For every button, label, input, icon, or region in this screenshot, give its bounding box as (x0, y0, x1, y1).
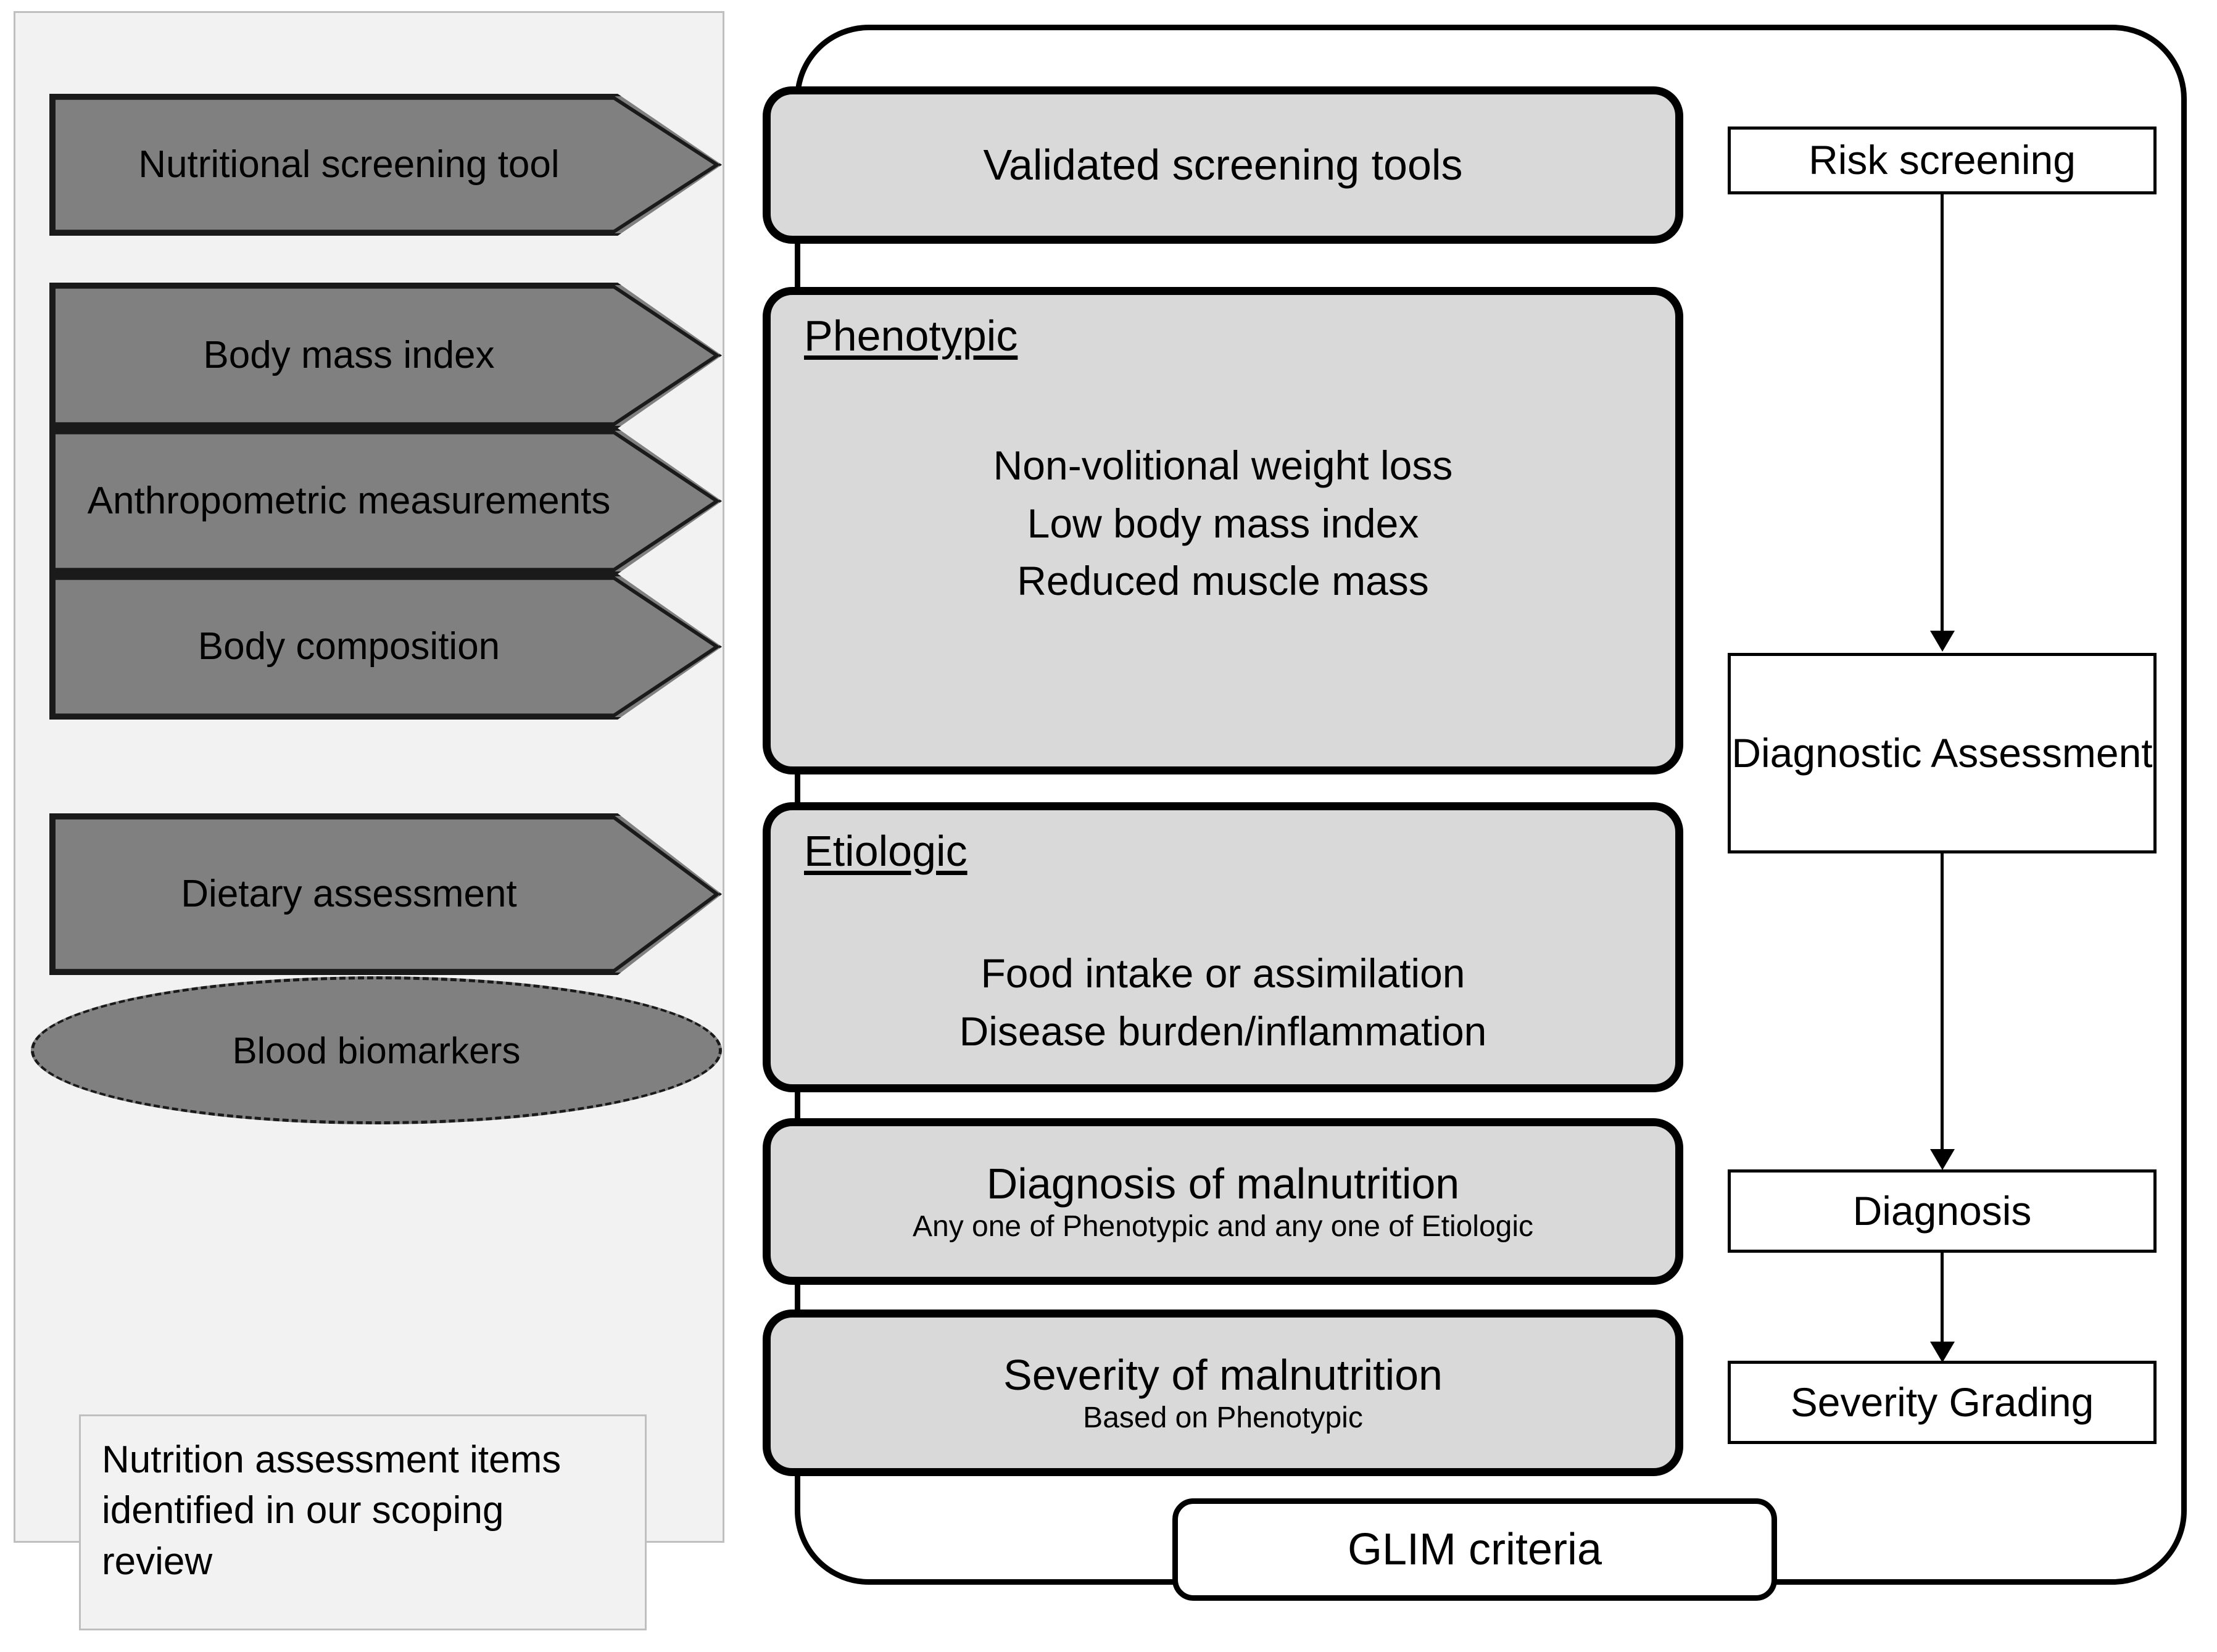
glim-box-phenotypic: Phenotypic Non-volitional weight loss Lo… (763, 287, 1683, 774)
flow-arrowhead-1 (1930, 631, 1955, 652)
process-step-label: Severity Grading (1790, 1379, 2094, 1425)
assessment-item-dietary-assessment: Dietary assessment (49, 813, 722, 975)
assessment-item-blood-biomarkers: Blood biomarkers (31, 976, 722, 1124)
assessment-item-nutritional-screening-tool: Nutritional screening tool (49, 94, 722, 236)
assessment-item-body-composition: Body composition (49, 574, 722, 720)
glim-box-heading: Phenotypic (804, 312, 1018, 360)
glim-criteria-label-text: GLIM criteria (1347, 1525, 1602, 1574)
glim-criterion: Non-volitional weight loss (993, 442, 1453, 488)
assessment-item-label: Body composition (197, 625, 500, 668)
assessment-item-label: Anthropometric measurements (87, 479, 611, 522)
process-step-label: Diagnosis (1852, 1187, 2032, 1234)
process-step-label: Diagnostic Assessment (1731, 729, 2153, 776)
glim-box-title: Severity of malnutrition (1003, 1350, 1443, 1399)
panel-caption: Nutrition assessment items identified in… (79, 1414, 647, 1630)
glim-criterion: Reduced muscle mass (1017, 558, 1429, 604)
flow-connector-3 (1941, 1253, 1944, 1351)
glim-box-title: Validated screening tools (983, 140, 1463, 189)
process-step-risk-screening: Risk screening (1728, 127, 2157, 194)
glim-box-etiologic: Etiologic Food intake or assimilation Di… (763, 802, 1683, 1092)
flow-connector-1 (1941, 194, 1944, 640)
assessment-item-label: Dietary assessment (181, 872, 517, 915)
flow-arrowhead-3 (1930, 1342, 1955, 1363)
glim-criterion: Food intake or assimilation (980, 950, 1465, 996)
glim-box-diagnosis-of-malnutrition: Diagnosis of malnutrition Any one of Phe… (763, 1118, 1683, 1285)
assessment-item-label: Body mass index (203, 333, 495, 376)
assessment-item-label: Nutritional screening tool (138, 143, 560, 186)
glim-criteria-label: GLIM criteria (1172, 1498, 1777, 1601)
glim-box-heading: Etiologic (804, 827, 968, 875)
assessment-item-anthropometric-measurements: Anthropometric measurements (49, 428, 722, 574)
nutrition-assessment-panel (14, 11, 724, 1543)
process-step-diagnosis: Diagnosis (1728, 1169, 2157, 1253)
process-step-label: Risk screening (1809, 137, 2076, 183)
glim-box-severity-of-malnutrition: Severity of malnutrition Based on Phenot… (763, 1310, 1683, 1476)
glim-box-validated-screening-tools: Validated screening tools (763, 86, 1683, 244)
flow-connector-2 (1941, 853, 1944, 1159)
flow-arrowhead-2 (1930, 1149, 1955, 1170)
assessment-item-label: Blood biomarkers (232, 1029, 521, 1071)
process-step-severity-grading: Severity Grading (1728, 1361, 2157, 1444)
glim-box-subtitle: Based on Phenotypic (1083, 1401, 1363, 1434)
glim-criterion: Low body mass index (1027, 500, 1419, 546)
panel-caption-text: Nutrition assessment items identified in… (102, 1438, 562, 1583)
glim-box-subtitle: Any one of Phenotypic and any one of Eti… (912, 1210, 1534, 1243)
glim-criterion: Disease burden/inflammation (959, 1008, 1487, 1054)
glim-box-title: Diagnosis of malnutrition (986, 1159, 1460, 1208)
process-step-diagnostic-assessment: Diagnostic Assessment (1728, 653, 2157, 853)
assessment-item-body-mass-index: Body mass index (49, 283, 722, 428)
